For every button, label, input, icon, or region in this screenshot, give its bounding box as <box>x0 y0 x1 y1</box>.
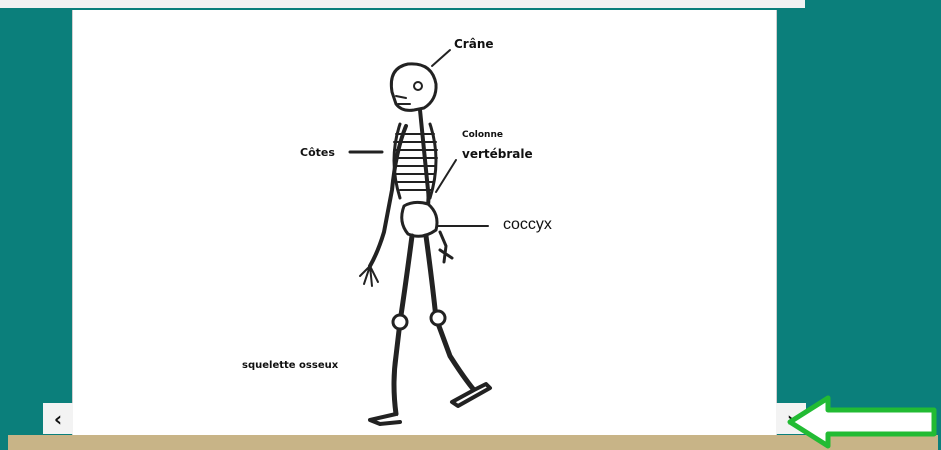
previous-slide-button[interactable]: ‹ <box>43 403 73 434</box>
bottom-bar <box>8 435 938 450</box>
label-squelette-osseux: squelette osseux <box>242 360 338 371</box>
label-coccyx: coccyx <box>503 216 552 234</box>
label-cotes: Côtes <box>300 146 335 159</box>
next-slide-button[interactable]: › <box>776 403 806 434</box>
chevron-left-icon: ‹ <box>54 407 62 431</box>
label-crane: Crâne <box>454 37 494 51</box>
chevron-right-icon: › <box>787 407 795 431</box>
label-vertebrale: vertébrale <box>462 147 533 161</box>
label-colonne: Colonne <box>462 130 503 140</box>
